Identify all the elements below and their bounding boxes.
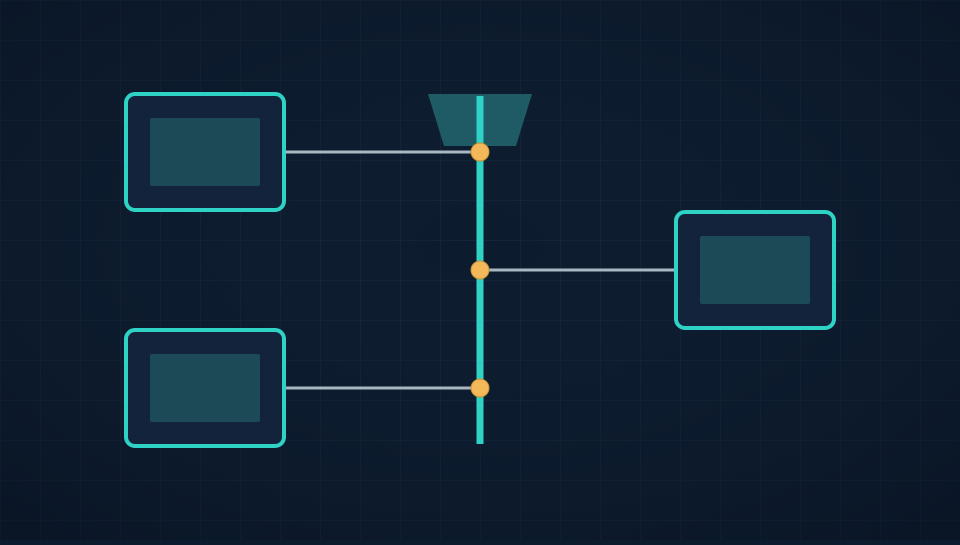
junction-bottom: [470, 378, 490, 398]
device-screen: [150, 118, 260, 186]
device-node-right[interactable]: [674, 210, 836, 330]
device-screen: [150, 354, 260, 422]
device-node-bottom-left[interactable]: [124, 328, 286, 448]
device-node-top-left[interactable]: [124, 92, 286, 212]
junction-top: [470, 142, 490, 162]
junction-middle: [470, 260, 490, 280]
device-screen: [700, 236, 810, 304]
